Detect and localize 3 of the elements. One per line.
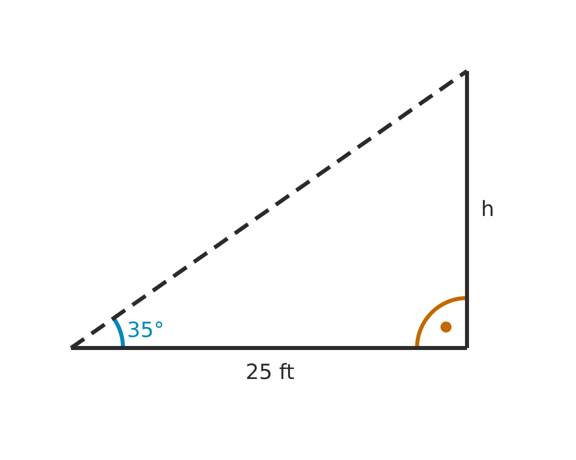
length-label: 25 ft [246, 362, 294, 383]
side-label: h [481, 199, 494, 220]
angle-label: 35° [127, 320, 164, 341]
